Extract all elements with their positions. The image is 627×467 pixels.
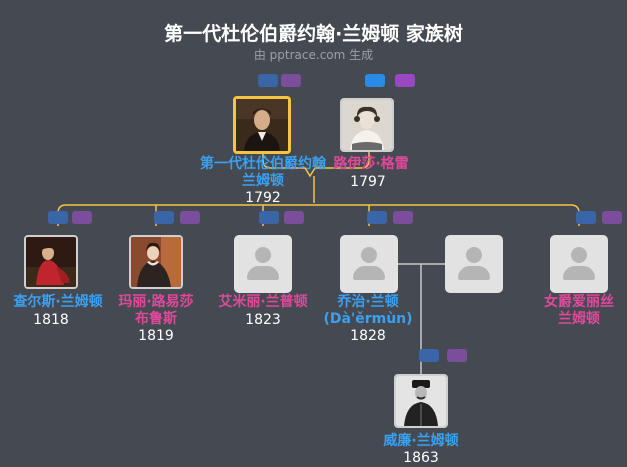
female-toggle[interactable] [393, 211, 413, 224]
male-toggle[interactable] [259, 211, 279, 224]
person-silhouette-icon [571, 247, 587, 263]
female-toggle[interactable] [447, 349, 467, 362]
mary-name-line1: 玛丽·路易莎 [118, 294, 194, 310]
george-birth-year: 1828 [350, 328, 386, 344]
person-silhouette-icon [466, 247, 482, 263]
spouse-link [262, 150, 370, 178]
george-name-line1: 乔治·兰顿 [337, 294, 399, 310]
male-toggle[interactable] [48, 211, 68, 224]
george-avatar-placeholder[interactable] [340, 235, 398, 293]
william-portrait[interactable] [394, 374, 448, 428]
charles-name: 查尔斯·兰姆顿 [13, 294, 103, 310]
mary-portrait-image [131, 237, 181, 287]
male-toggle[interactable] [419, 349, 439, 362]
page-subtitle: 由 pptrace.com 生成 [253, 48, 374, 62]
male-toggle[interactable] [365, 74, 385, 87]
emily-name: 艾米丽·兰普顿 [218, 294, 308, 310]
john-name-line1: 第一代杜伦伯爵约翰 [200, 156, 326, 172]
male-toggle[interactable] [258, 74, 278, 87]
alice-avatar-placeholder[interactable] [550, 235, 608, 293]
emily-avatar-placeholder[interactable] [234, 235, 292, 293]
male-toggle[interactable] [576, 211, 596, 224]
male-toggle[interactable] [154, 211, 174, 224]
george-spouse-avatar-placeholder[interactable] [445, 235, 503, 293]
female-toggle[interactable] [395, 74, 415, 87]
person-silhouette-icon [361, 247, 377, 263]
charles-birth-year: 1818 [33, 312, 69, 328]
children-bus [57, 204, 580, 226]
charles-portrait[interactable] [24, 235, 78, 289]
female-toggle[interactable] [284, 211, 304, 224]
john-name-line2: 兰姆顿 [242, 173, 284, 189]
william-name: 威廉·兰姆顿 [383, 433, 459, 449]
john-birth-year: 1792 [245, 190, 281, 206]
john-portrait-image [236, 99, 288, 151]
emily-birth-year: 1823 [245, 312, 281, 328]
alice-name-line1: 女爵爱丽丝 [544, 294, 614, 310]
male-toggle[interactable] [367, 211, 387, 224]
alice-name-line2: 兰姆顿 [558, 311, 600, 327]
louisa-portrait-image [342, 100, 392, 150]
charles-portrait-image [26, 237, 76, 287]
william-portrait-image [396, 376, 446, 426]
female-toggle[interactable] [602, 211, 622, 224]
louisa-portrait[interactable] [340, 98, 394, 152]
mary-portrait[interactable] [129, 235, 183, 289]
female-toggle[interactable] [281, 74, 301, 87]
george-name-line2: (Dà'ěrmùn) [323, 311, 413, 327]
page-title: 第一代杜伦伯爵约翰·兰姆顿 家族树 [164, 23, 463, 45]
louisa-name: 路伊莎·格雷 [333, 156, 409, 172]
female-toggle[interactable] [180, 211, 200, 224]
mary-birth-year: 1819 [138, 328, 174, 344]
person-silhouette-icon [255, 247, 271, 263]
louisa-birth-year: 1797 [350, 174, 386, 190]
john-portrait[interactable] [233, 96, 291, 154]
william-birth-year: 1863 [403, 450, 439, 466]
mary-name-line2: 布鲁斯 [135, 311, 177, 327]
female-toggle[interactable] [72, 211, 92, 224]
